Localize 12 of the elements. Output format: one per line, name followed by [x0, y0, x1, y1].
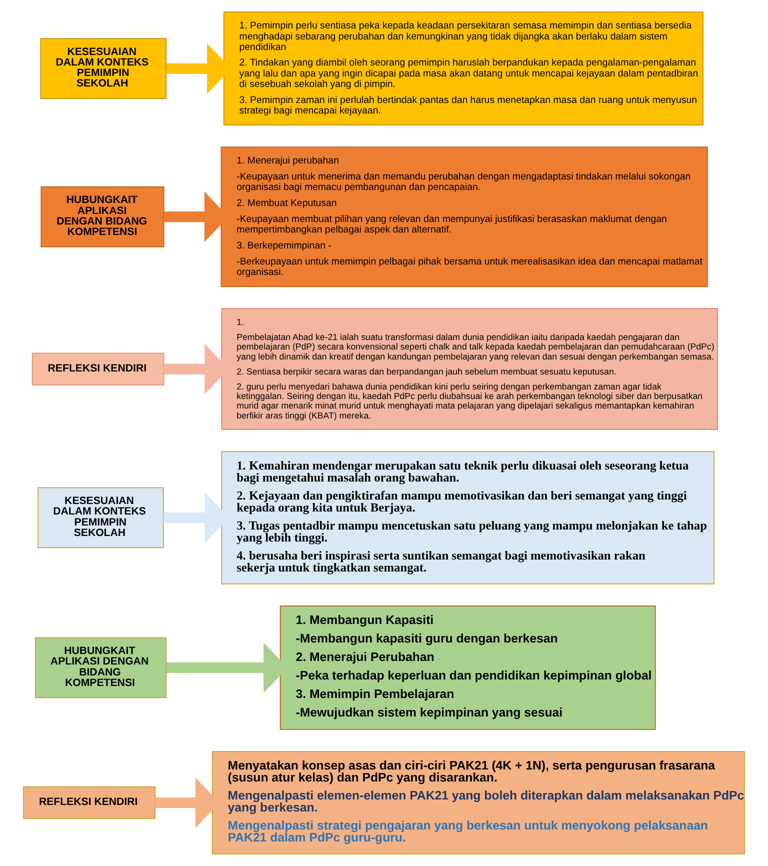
node-box: HUBUNGKAIT APLIKASI DENGAN BIDANG KOMPETENSI [40, 186, 164, 248]
node-box: HUBUNGKAIT APLIKASI DENGAN BIDANG KOMPETENSI [35, 637, 166, 698]
node-box: 1. Kemahiran mendengar merupakan satu teknik perlu dikuasai oleh seseorang ketua bagi mengetahui masalah orang bawahan. 2. Kejayaan dan pengiktirafan mampu memotivasikan dan beri semangat yang tinggi kepada orang kita untuk Berjaya. 3. Tugas pentadbir mampu mencetuskan satu peluang yang mampu melonjakan ke tahap yang lebih tinggi. 4. berusaha beri inspirasi serta suntikan semangat bagi memotivasikan rakan sekerja untuk tingkatkan semangat. [221, 451, 714, 584]
node-box: REFLEKSI KENDIRI [32, 352, 164, 386]
node-box: 1. Pemimpin perlu sentiasa peka kepada keadaan persekitaran semasa memimpin dan sentiasa bersedia menghadapi sebarang perubahan dan kemungkinan yang tidak dijangka akan berlaku dalam sistem pendidikan 2. Tindakan yang diambil oleh seorang pemimpin haruslah berpandukan kepada pengalaman-pengalaman yang lalu dan apa yang ingin dicapai pada masa akan datang untuk mencapai kejayaan dalam pentadbiran di sesebuah sekolah yang di pimpin. 3. Pemimpin zaman ini perlulah bertindak pantas dan harus menetapkan masa dan ruang untuk menyusun strategi bagi mencapai kejayaan. [223, 12, 704, 126]
node-box: KESESUAIAN DALAM KONTEKS PEMIMPIN SEKOLAH [38, 487, 164, 548]
node-box: REFLEKSI KENDIRI [23, 786, 156, 820]
node-box: 1. Menerajui perubahan -Keupayaan untuk menerima dan memandu perubahan dengan mengadaptasi tindakan melalui sokongan organisasi bagi memacu pembangunan dan pencapaian. 2. Membuat Keputusan -Keupayaan membuat pilihan yang relevan dan mempunyai justifikasi berasaskan maklumat dengan mempertimbangkan pelbagai aspek dan alternatif. 3. Berkepemimpinan - -Berkeupayaan untuk memimpin pelbagai pihak bersama untuk merealisasikan idea dan mencapai matlamat organisasi. [220, 146, 708, 287]
node-box: KESESUAIAN DALAM KONTEKS PEMIMPIN SEKOLAH [40, 38, 166, 99]
node-box: 1. Pembelajatan Abad ke-21 ialah suatu transformasi dalam dunia pendidikan iaitu daripada kaedah pengajaran dan pembelajaran (PdP) secara konvensional seperti chalk and talk kepada kaedah pembelajaran dan pemudahcaraan (PdPc) yang lebih dinamik dan kreatif dengan kandungan pembelajaran yang relevan dan sesuai dengan perkembangan semasa. 2. Sentiasa berpikir secara waras dan berpandangan jauh sebelum membuat sesuatu keputusan. 2. guru perlu menyedari bahawa dunia pendidikan kini perlu seiring dengan perkembangan zaman agar tidak ketinggalan. Seiring dengan itu, kaedah PdPc perlu diubahsuai ke arah perkembangan teknologi siber dan berpusatkan murid agar menarik minat murid untuk menghayati mata pelajaran yang dipelajari sekaligus memantapkan kemahiran berfikir aras tinggi (KBAT) mereka. [221, 308, 718, 430]
node-box: 1. Membangun Kapasiti -Membangun kapasiti guru dengan berkesan 2. Menerajui Perubahan -Peka terhadap keperluan dan pendidikan kepimpinan global 3. Memimpin Pembelajaran -Mewujudkan sistem kepimpinan yang sesuai [280, 606, 656, 730]
node-box: Menyatakan konsep asas dan ciri-ciri PAK21 (4K + 1N), serta pengurusan frasarana (susun atur kelas) dan PdPc yang disarankan. Mengenalpasti elemen-elemen PAK21 yang boleh diterapkan dalam melaksanakan PdPc yang berkesan. Mengenalpasti strategi pengajaran yang berkesan untuk menyokong pelaksanaan PAK21 dalam PdPc guru-guru. [212, 751, 745, 854]
